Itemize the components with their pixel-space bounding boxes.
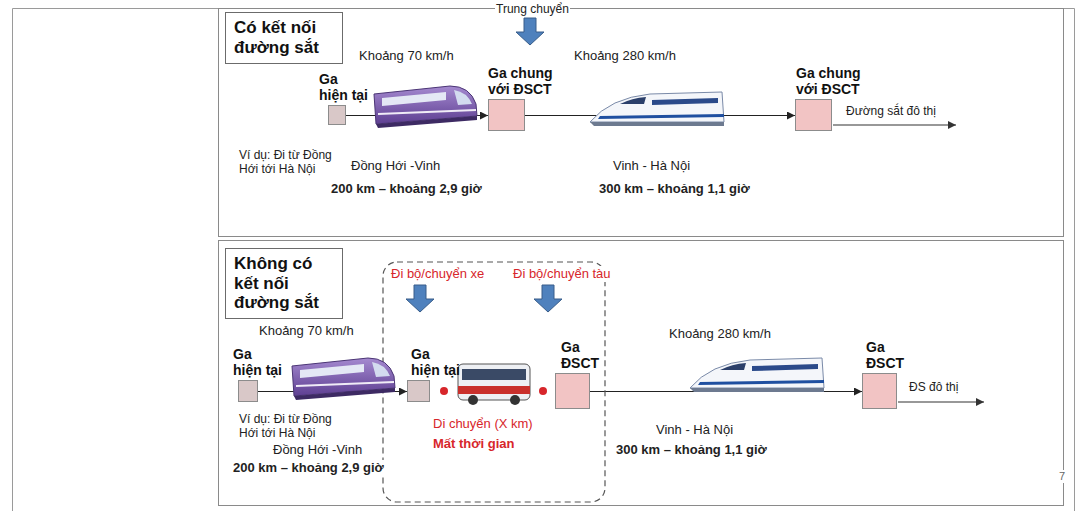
transfer-dot (440, 387, 448, 395)
label-text: 200 km – khoảng 2,9 giờ (232, 460, 385, 476)
panel-frame (219, 241, 1064, 506)
station-name: Ga hiện tại (411, 346, 461, 378)
high-speed-train (652, 98, 718, 105)
high-speed-train (590, 92, 724, 126)
bus (462, 369, 526, 380)
high-speed-train (690, 358, 824, 392)
station-name: Ga ĐSCT (561, 339, 606, 371)
heading-text: Có kết nối đường sắt (234, 18, 334, 57)
high-speed-train (698, 380, 824, 385)
label-text: Mất thời gian (432, 436, 515, 452)
bus (468, 395, 478, 405)
station-name: Ga hiện tại (319, 71, 369, 103)
high-speed-train (690, 358, 824, 388)
conventional-train (292, 358, 395, 400)
label-text: Ví dụ: Đi từ Đồng Hới tới Hà Nội (238, 412, 345, 441)
conventional-train (300, 364, 364, 378)
label-text: Ví dụ: Đi từ Đồng Hới tới Hà Nội (238, 148, 345, 177)
station-box: Ga hiện tại (407, 380, 430, 402)
label-text: Khoảng 70 km/h (258, 323, 355, 339)
metro-arrow (898, 401, 984, 402)
transfer-arrow (406, 285, 434, 312)
bus (458, 386, 530, 394)
label-text: Đồng Hới -Vinh (350, 158, 441, 174)
station-box: Ga ĐSCT (555, 373, 590, 409)
bus (458, 364, 530, 400)
high-speed-train (590, 122, 724, 126)
label-text: Di chuyển (X km) (432, 416, 534, 432)
label-text: Đồng Hới -Vinh (272, 442, 363, 458)
high-speed-train (752, 364, 818, 371)
station-name: Ga chung với ĐSCT (488, 65, 568, 97)
conventional-train (454, 90, 472, 105)
label-text: Vinh - Hà Nội (612, 158, 691, 174)
label-text: ĐS đô thị (908, 380, 959, 394)
heading-text: Không có kết nối đường sắt (234, 254, 334, 313)
station-name: Ga ĐSCT (866, 339, 911, 371)
conventional-train (372, 362, 390, 377)
conventional-train (296, 381, 394, 387)
high-speed-train (590, 92, 724, 122)
page-frame (13, 9, 1075, 511)
bus (510, 395, 520, 405)
transfer-arrow (516, 18, 544, 45)
station-box: Ga chung với ĐSCT (795, 99, 832, 131)
conventional-train (376, 116, 477, 128)
conventional-train (378, 109, 476, 115)
label-text: Đường sắt đô thị (845, 104, 937, 118)
dashed-region (383, 262, 605, 502)
conventional-train (374, 86, 477, 128)
station-box: Ga ĐSCT (862, 373, 897, 409)
heading-box: Có kết nối đường sắt (225, 12, 343, 64)
station-name: Ga hiện tại (233, 346, 283, 378)
label-text: Vinh - Hà Nội (655, 422, 734, 438)
panel-frame (219, 9, 1064, 237)
label-text: Khoảng 280 km/h (573, 48, 677, 64)
station-box: Ga hiện tại (238, 380, 258, 402)
label-text: Đi bộ/chuyển xe (390, 266, 485, 282)
bus (458, 364, 530, 405)
high-speed-train (620, 97, 646, 104)
high-speed-train (690, 388, 824, 392)
station-name: Ga chung với ĐSCT (796, 65, 876, 97)
label-text: Khoảng 280 km/h (668, 326, 772, 342)
station-box: Ga hiện tại (328, 105, 346, 125)
label-text: Đi bộ/chuyển tàu (512, 266, 612, 282)
high-speed-train (598, 114, 724, 119)
label-text: 200 km – khoảng 2,9 giờ (330, 181, 483, 197)
conventional-train (382, 92, 446, 106)
label-text: Trung chuyển (495, 2, 570, 16)
conventional-train (294, 388, 395, 400)
label-text: 300 km – khoảng 1,1 giờ (598, 181, 751, 197)
high-speed-train (720, 363, 746, 370)
metro-arrow (833, 124, 956, 125)
transfer-dot (539, 387, 547, 395)
station-box: Ga chung với ĐSCT (488, 99, 525, 131)
label-text: 300 km – khoảng 1,1 giờ (615, 442, 768, 458)
label-text: 7 (1058, 470, 1066, 483)
heading-box: Không có kết nối đường sắt (225, 248, 343, 319)
transfer-arrow (534, 285, 562, 312)
label-text: Khoảng 70 km/h (358, 48, 455, 64)
